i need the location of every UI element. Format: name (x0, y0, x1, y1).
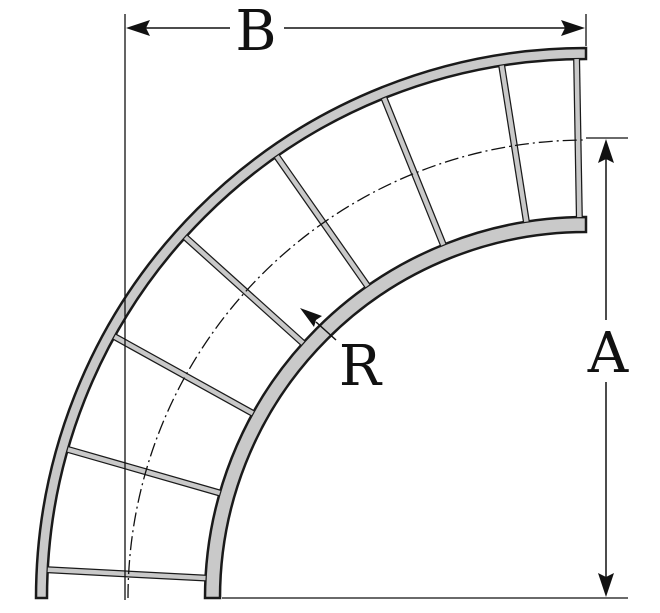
dimension-b-label: B (235, 0, 276, 64)
rung (67, 447, 221, 496)
outer-rail (34, 46, 588, 600)
radius-callout: R (300, 308, 383, 399)
rung (574, 59, 582, 218)
arrowhead-up-icon (598, 139, 614, 163)
rung (499, 65, 529, 223)
centerline (127, 139, 587, 599)
radius-label: R (339, 334, 383, 399)
dimension-b: B (126, 0, 585, 64)
rung (47, 567, 206, 581)
rung (274, 155, 370, 288)
inner-rail (203, 215, 588, 600)
arrowhead-down-icon (598, 573, 614, 597)
radius-arrowhead-icon (300, 308, 322, 327)
rung (113, 334, 254, 416)
rung (382, 97, 446, 246)
dimension-a-label: A (587, 321, 629, 386)
rungs-group (47, 59, 583, 582)
arrowhead-right-icon (561, 20, 585, 36)
arrowhead-left-icon (126, 20, 150, 36)
rung (183, 235, 305, 345)
dimension-a: A (587, 139, 629, 597)
